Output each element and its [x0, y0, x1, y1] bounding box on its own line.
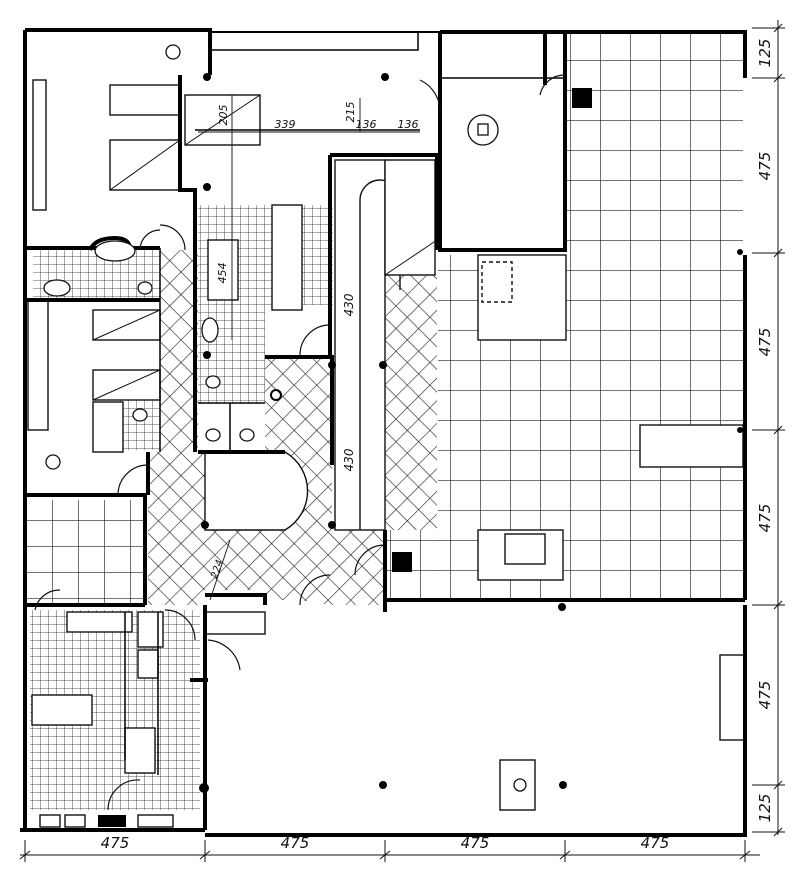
walls — [20, 28, 747, 837]
right-dim-1: 125 — [756, 39, 774, 68]
bottom-dim-4: 475 — [641, 834, 670, 852]
dim-454: 454 — [216, 263, 229, 284]
bottom-dim-1: 475 — [101, 834, 130, 852]
right-dimension-line — [752, 20, 785, 837]
door-swings — [34, 74, 566, 811]
dim-205: 205 — [217, 105, 230, 126]
dim-215: 215 — [344, 102, 357, 123]
right-dim-6: 125 — [756, 794, 774, 823]
dim-339: 339 — [275, 118, 296, 131]
dim-136-a: 136 — [356, 118, 377, 131]
thin-walls — [124, 32, 565, 775]
bed-diagonals — [92, 94, 438, 401]
dim-430-lower: 430 — [342, 448, 356, 471]
dim-136-b: 136 — [398, 118, 419, 131]
furniture-blocks — [27, 79, 746, 828]
right-dim-4: 475 — [756, 504, 774, 533]
right-dim-5: 475 — [756, 681, 774, 710]
columns — [98, 73, 743, 827]
dim-430-upper: 430 — [342, 293, 356, 316]
right-dim-2: 475 — [756, 152, 774, 181]
right-dim-3: 475 — [756, 328, 774, 357]
bottom-dimension-line — [19, 840, 760, 862]
bottom-dim-3: 475 — [461, 834, 490, 852]
bottom-dim-2: 475 — [281, 834, 310, 852]
sanitary-fixtures — [43, 44, 527, 792]
inner-dimension-lines — [198, 95, 420, 601]
